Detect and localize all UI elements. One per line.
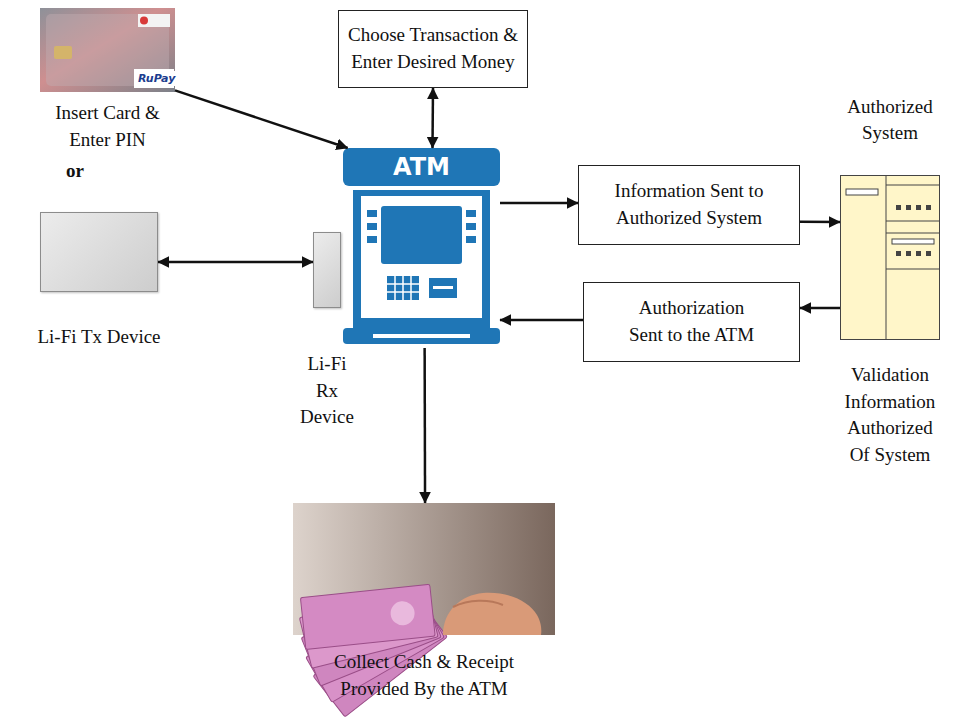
node-caption: Validation Information Authorized Of Sys…	[840, 362, 940, 468]
flow-arrow	[500, 202, 578, 205]
tx-device: Li-Fi Tx Device	[40, 212, 158, 292]
atm-button	[466, 223, 476, 230]
cash-picture	[293, 503, 555, 717]
atm-tray-slit	[373, 334, 470, 338]
server-picture	[841, 175, 941, 340]
cash-output: Collect Cash & Receipt Provided By the A…	[293, 503, 555, 635]
card-brand: RuPay	[136, 71, 177, 86]
box-text: Information Sent to Authorized System	[594, 178, 784, 231]
server-shelf	[886, 221, 940, 222]
flow-arrow	[175, 90, 348, 148]
atm-keypad-grid	[387, 276, 419, 300]
atm-card-slit	[433, 286, 453, 289]
hand	[443, 593, 541, 635]
node-caption: Collect Cash & Receipt Provided By the A…	[324, 649, 524, 702]
hand-crease	[453, 601, 503, 607]
atm-card-slot	[429, 278, 457, 298]
machine-label: ATM	[343, 151, 500, 183]
process-box: Authorization Sent to the ATM	[583, 282, 800, 362]
atm-button	[466, 236, 476, 243]
bank-logo	[138, 14, 170, 27]
flow-arrow	[431, 88, 434, 148]
flow-arrow	[158, 261, 313, 264]
server-slot	[892, 239, 934, 244]
separator-word: or	[66, 160, 84, 182]
flow-arrow	[423, 348, 426, 503]
atm-button	[367, 223, 377, 230]
server-shelf	[886, 185, 940, 186]
server-leds	[896, 205, 931, 256]
server-slot	[846, 189, 878, 195]
atm-screen	[381, 206, 462, 264]
node-caption: Li-Fi Tx Device	[37, 324, 160, 351]
atm-body	[353, 190, 490, 330]
atm-button	[466, 210, 476, 217]
flow-arrow	[500, 319, 583, 322]
atm-keypad	[387, 276, 419, 300]
server-divider	[886, 175, 887, 340]
server-shelf	[886, 233, 940, 234]
atm-icon	[343, 148, 500, 344]
box-text: Choose Transaction & Enter Desired Money	[344, 22, 522, 75]
rx-device: Li-Fi Rx Device	[313, 232, 341, 308]
node-heading: Authorized System	[840, 94, 940, 147]
server-shelf	[886, 269, 940, 270]
box-text: Authorization Sent to the ATM	[624, 295, 759, 348]
card-chip	[54, 46, 72, 59]
node-caption: Li-Fi Rx Device	[296, 351, 358, 431]
server-cabinet	[841, 176, 940, 340]
process-box: Choose Transaction & Enter Desired Money	[338, 10, 528, 88]
bank-logo-mark	[140, 17, 148, 25]
atm-top-band	[343, 148, 500, 186]
atm-button	[367, 210, 377, 217]
node-caption: Insert Card & Enter PIN	[40, 100, 175, 153]
authorized-server: Authorized SystemValidation Information …	[840, 175, 940, 340]
flow-arrow	[800, 221, 840, 224]
atm-machine: ATM	[343, 148, 500, 348]
atm-tray	[343, 328, 500, 344]
process-box: Information Sent to Authorized System	[578, 165, 800, 245]
atm-panel	[361, 196, 482, 318]
flow-arrow	[800, 307, 840, 310]
atm-button	[367, 236, 377, 243]
